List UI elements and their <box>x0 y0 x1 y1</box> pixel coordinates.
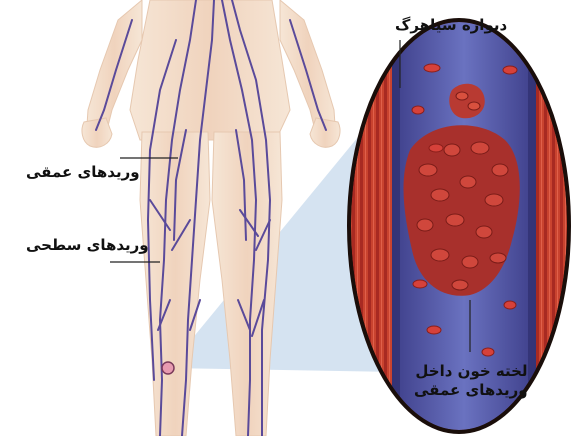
clot-marker <box>162 362 174 374</box>
superficial-veins-label: وریدهای سطحی <box>26 236 149 255</box>
deep-veins-label: وریدهای عمقی <box>26 163 140 182</box>
clot-label: لخته خون داخل وریدهای عمقی <box>414 362 528 400</box>
clot-label-line1: لخته خون داخل <box>414 362 528 381</box>
clot-label-line2: وریدهای عمقی <box>414 381 528 400</box>
vessel-wall-label: دیواره سیاهرگ <box>395 16 507 35</box>
